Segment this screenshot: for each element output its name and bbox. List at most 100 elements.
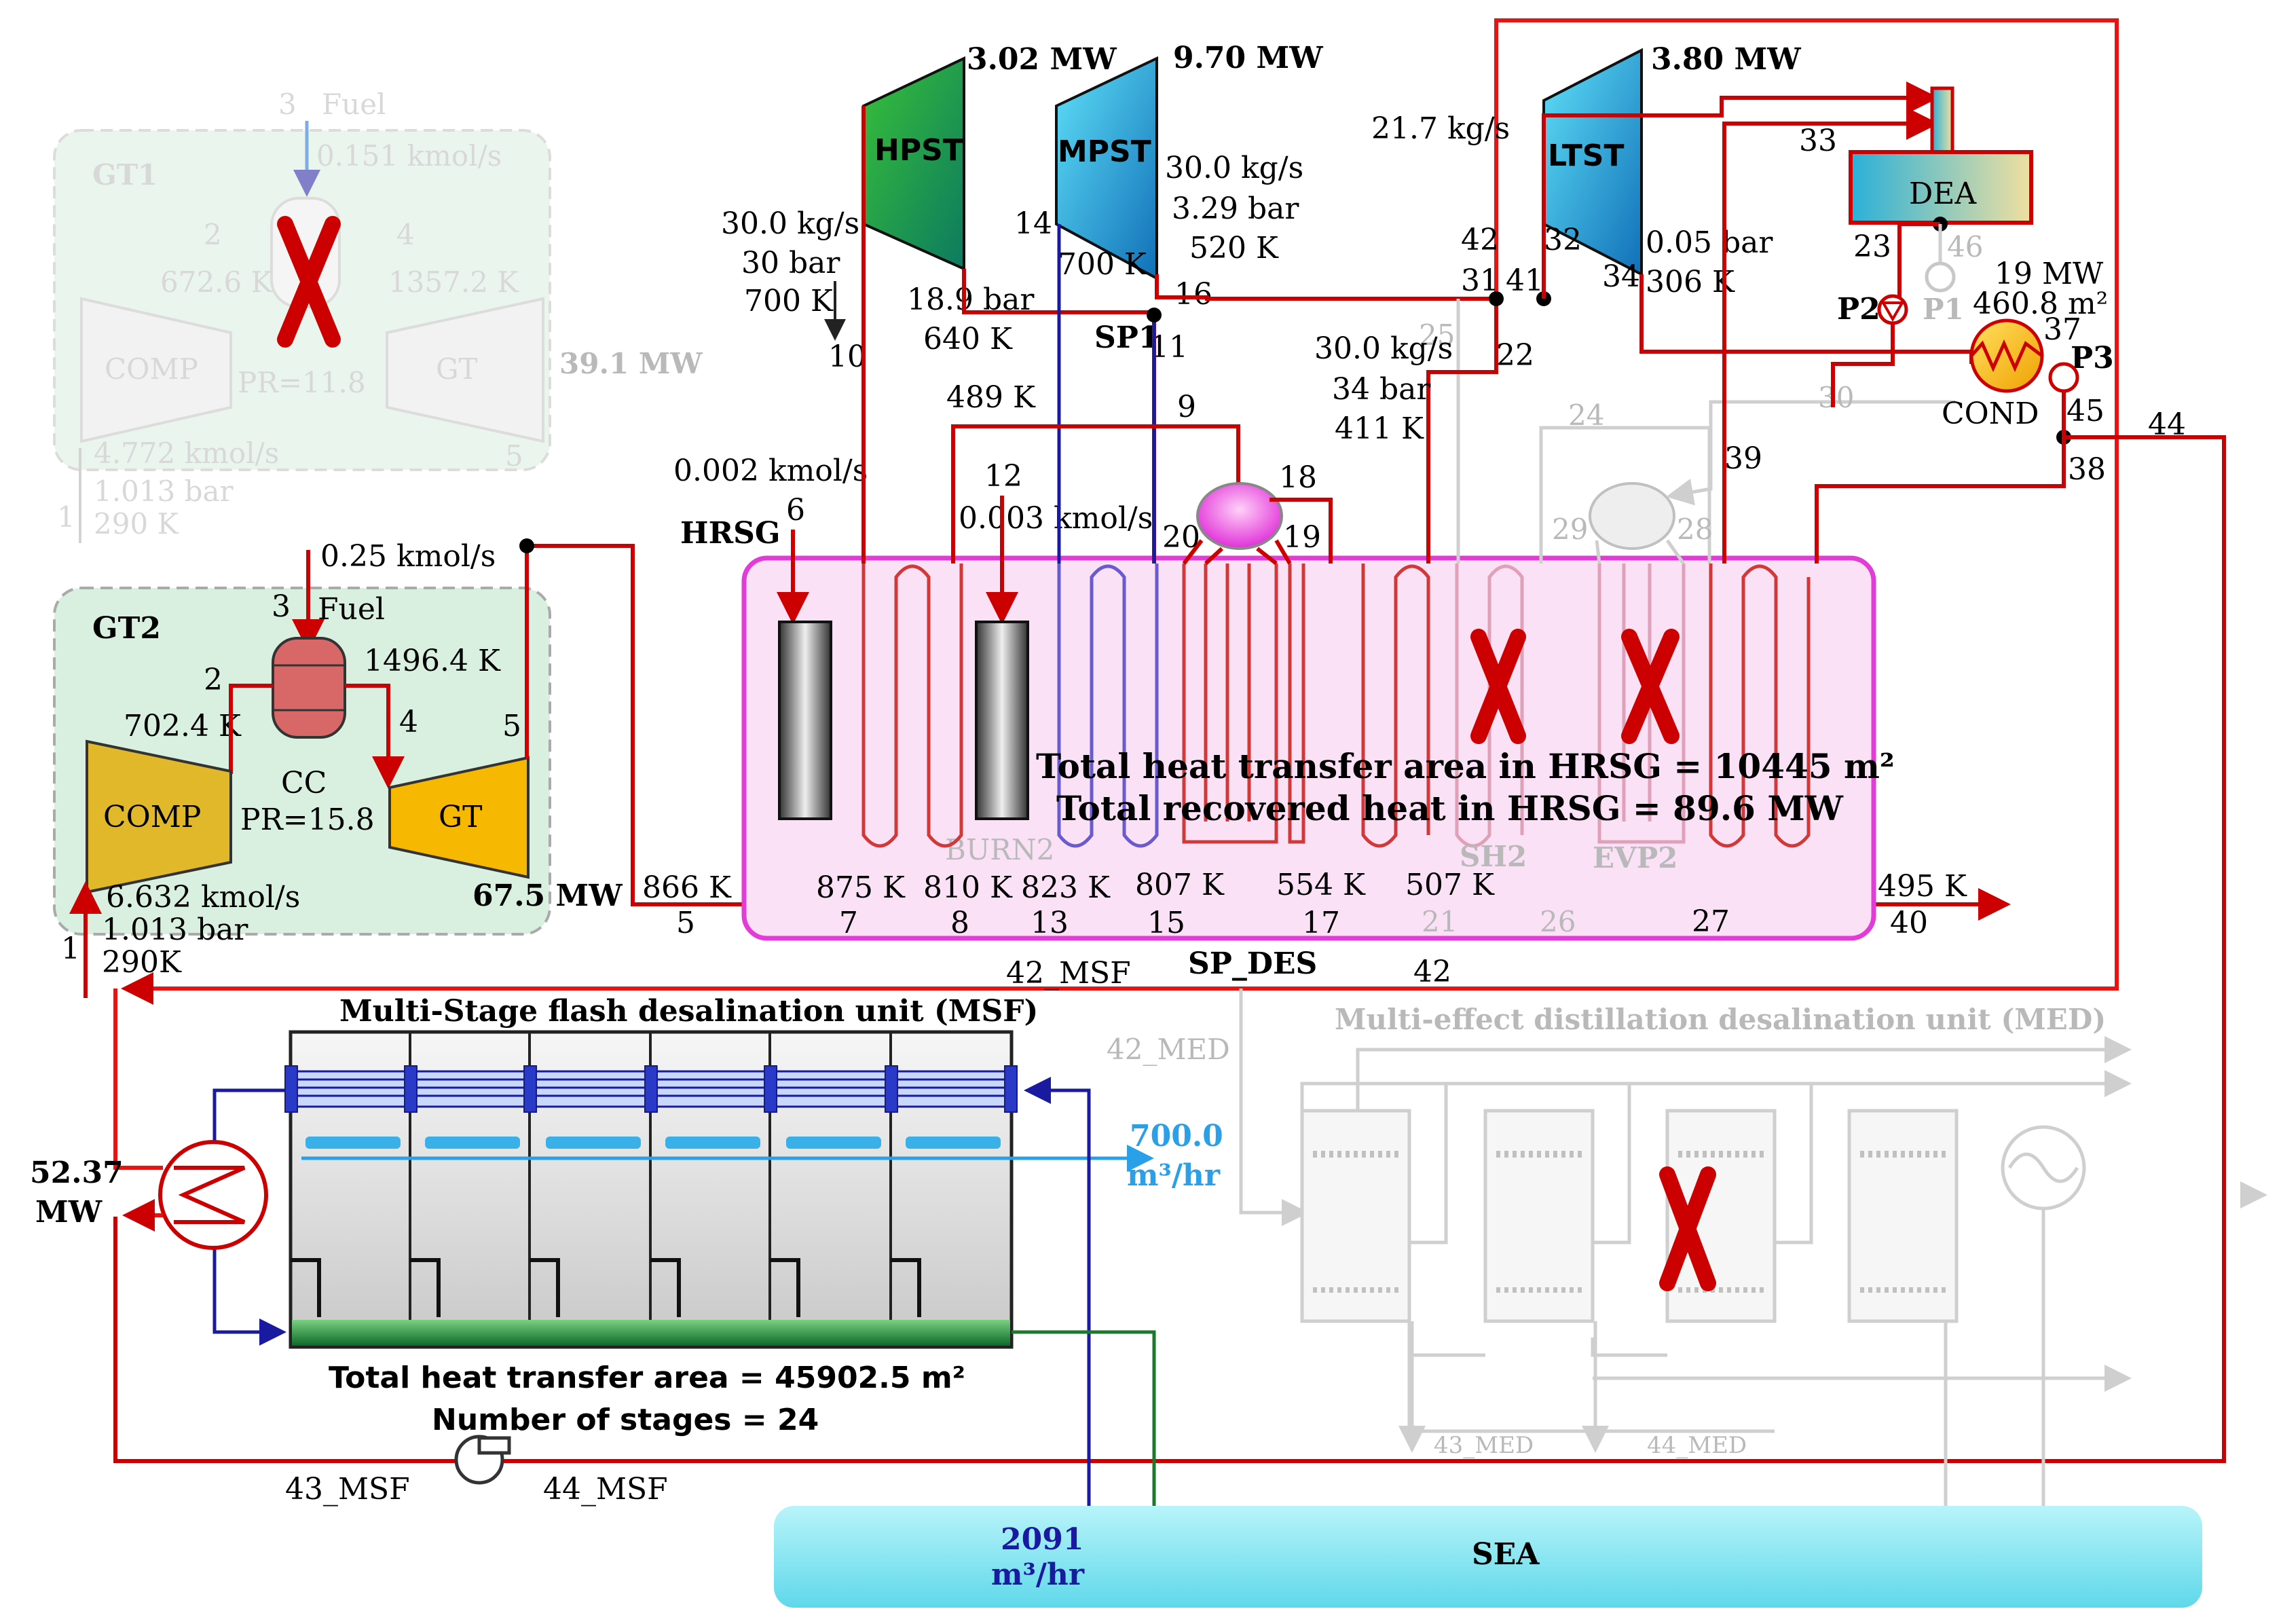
lp-drum-downcomers: [1595, 539, 1686, 565]
gt1-compressor: [80, 297, 232, 443]
gt2-label: GT2: [92, 611, 161, 646]
hrsg-stream-ids: 5 7 8 13 15 17 21 26 27 40: [676, 904, 1928, 940]
gt2-flow: 6.632 kmol/s: [106, 880, 300, 915]
gas-temp-5: 866 K: [642, 870, 732, 905]
stream-id-15: 15: [1147, 906, 1185, 940]
sea-intake-unit: m³/hr: [991, 1557, 1085, 1592]
gt2-t4: 1496.4 K: [364, 644, 501, 678]
s9-label: 9: [1177, 390, 1196, 424]
cond-duty: 19 MW: [1995, 257, 2104, 291]
hp-in-temp: 700 K: [744, 284, 834, 318]
gt1-s2: 2: [204, 218, 222, 251]
s18-label: 18: [1279, 460, 1317, 495]
stream-id-8: 8: [950, 906, 969, 940]
p1-label: P1: [1923, 293, 1964, 326]
msf-brine-heater-icon: [158, 1140, 268, 1250]
stream-id-27: 27: [1692, 904, 1730, 939]
s30-label: 30: [1818, 381, 1854, 414]
stream-id-7: 7: [839, 906, 858, 940]
gt2-s5: 5: [502, 709, 521, 743]
node-31: [1489, 291, 1504, 306]
coil-hp-economizer: [1361, 564, 1430, 848]
msf-weir-5: [770, 1258, 800, 1317]
gt2-exhaust-node: [519, 538, 534, 553]
msf-weir-2: [410, 1258, 441, 1317]
med-unit: [1300, 1036, 2267, 1560]
gt2-combustor: [272, 637, 346, 739]
msf-weir-1: [291, 1258, 321, 1317]
ltst-power: 3.80 MW: [1651, 42, 1801, 77]
sea-intake-flow: 2091: [1001, 1522, 1083, 1557]
evp2-disabled-x-mark-icon: [1621, 629, 1680, 744]
p3-discharge: [1815, 391, 2066, 564]
s24-label: 24: [1568, 399, 1604, 432]
sp1-node: [1147, 308, 1162, 322]
gt1-s1: 1: [57, 500, 75, 534]
s19-label: 19: [1283, 520, 1321, 555]
msf-heater-coil: [174, 1166, 246, 1224]
s45-label: 45: [2066, 394, 2104, 428]
dea-label: DEA: [1909, 177, 1977, 211]
s32-label: 32: [1544, 223, 1582, 257]
s46-label: 46: [1947, 230, 1983, 263]
msf-product-unit: m³/hr: [1127, 1158, 1221, 1193]
mp-exhaust-line: [1155, 274, 1496, 301]
hpst-power: 3.02 MW: [967, 42, 1117, 77]
gt1-pr: PR=11.8: [238, 366, 366, 399]
s42-msf-label: 42_MSF: [1006, 956, 1131, 991]
gas-temp-40: 495 K: [1878, 869, 1967, 904]
s11-label: 11: [1150, 330, 1188, 365]
drum-downcomers: [1182, 539, 1292, 566]
ltst-label: LTST: [1548, 139, 1624, 173]
msf-pump-nozzle: [477, 1436, 511, 1455]
msf-seawater-in: [1024, 1077, 1091, 1548]
gt2-power: 67.5 MW: [472, 879, 623, 913]
msf-tube-header-7: [1004, 1065, 1018, 1113]
msf-tray-3: [546, 1137, 641, 1149]
gt2-s1: 1: [61, 931, 80, 966]
msf-tube-header-1: [284, 1065, 298, 1113]
med-link-2: [1593, 1084, 1631, 1244]
med-brine-1: [1407, 1337, 1485, 1357]
stream-id-40: 40: [1890, 906, 1928, 940]
lp-flow: 30.0 kg/s: [1314, 331, 1453, 366]
mp-out-pressure: 3.29 bar: [1172, 191, 1299, 226]
med-condenser-glyph: [2007, 1152, 2079, 1183]
dea-tank: [1849, 150, 2033, 225]
s6-label: 6: [786, 493, 805, 528]
hrsg-heat: Total recovered heat in HRSG = 89.6 MW: [1056, 788, 1844, 828]
msf-tray-4: [665, 1137, 760, 1149]
gt2-s4: 4: [399, 705, 418, 739]
msf-tray-5: [786, 1137, 881, 1149]
ltst-out-temp: 306 K: [1646, 265, 1735, 299]
ltst-inlet-flow: 21.7 kg/s: [1371, 111, 1510, 146]
s38-label: 38: [2068, 452, 2106, 487]
msf-heater-unit: MW: [35, 1195, 103, 1230]
gt1-fuel-label: Fuel: [322, 88, 386, 121]
gt1-t4: 1357.2 K: [388, 265, 519, 299]
gas-temp-15: 807 K: [1135, 868, 1225, 902]
gas-temp-21: 507 K: [1405, 868, 1495, 902]
med-link-1: [1409, 1084, 1448, 1244]
msf-brine-pool: [292, 1320, 1010, 1346]
s14-label: 14: [1014, 206, 1052, 241]
burn2-fuel-flow: 0.003 kmol/s: [959, 501, 1153, 536]
msf-tube-header-2: [404, 1065, 418, 1113]
gt1-flow: 4.772 kmol/s: [94, 437, 279, 470]
med-s44-label: 44_MED: [1647, 1432, 1747, 1459]
msf-tray-6: [906, 1137, 1001, 1149]
msf-area: Total heat transfer area = 45902.5 m²: [329, 1361, 965, 1395]
gt1-fuel-stream: 3: [278, 88, 297, 121]
gt1-label: GT1: [92, 158, 157, 191]
p2-label: P2: [1837, 292, 1880, 327]
gt1-comp-label: COMP: [105, 352, 198, 386]
s20-label: 20: [1162, 520, 1200, 555]
coil-hp-superheater: [861, 564, 963, 848]
gt1-power: 39.1 MW: [559, 347, 703, 380]
s22-line: [1426, 299, 1498, 564]
gt2-pr: PR=15.8: [240, 802, 375, 837]
msf-distillate-trays: [305, 1137, 1001, 1149]
s10-label: 10: [828, 339, 866, 374]
msf-tube-header-6: [885, 1065, 898, 1113]
